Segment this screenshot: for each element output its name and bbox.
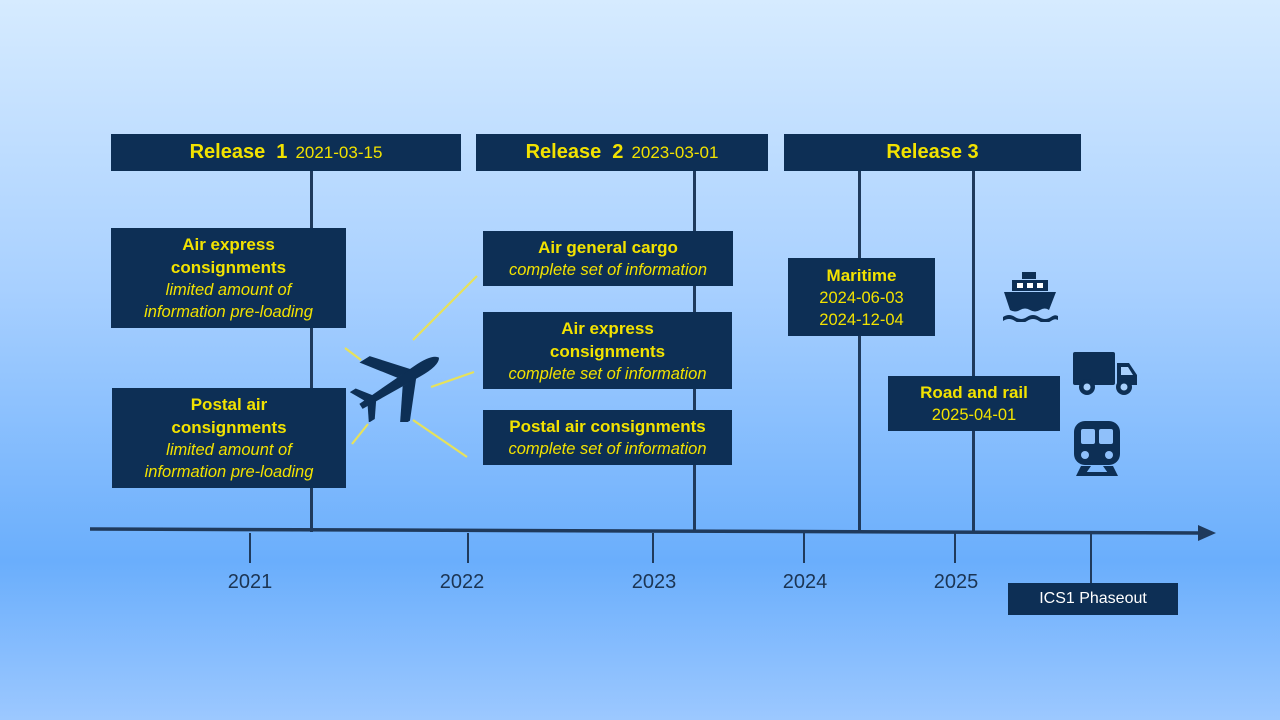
maritime-date-1: 2024-06-03 [819, 288, 904, 307]
year-label: 2023 [631, 571, 677, 593]
release-label: Release 3 [886, 141, 979, 163]
road-rail-date: 2025-04-01 [931, 406, 1017, 424]
year-label: 2025 [933, 571, 979, 593]
box-desc: complete set of information [508, 364, 707, 383]
r1-air-express-box: Air express consignments limited amount … [111, 228, 346, 328]
tick-2021 [249, 533, 251, 563]
r2-air-general-cargo-box: Air general cargo complete set of inform… [483, 231, 733, 286]
ics1-phaseout-box: ICS1 Phaseout [1008, 583, 1178, 615]
r2-postal-air-box: Postal air consignments complete set of … [483, 410, 732, 465]
tick-2024 [803, 533, 805, 563]
release-label: Release 2 [525, 141, 624, 163]
tick-2023 [652, 533, 654, 563]
box-desc: complete set of information [508, 261, 708, 279]
box-desc: limited amount of information pre-loadin… [144, 281, 313, 321]
tick-2022 [467, 533, 469, 563]
box-title: Air general cargo [538, 238, 678, 257]
ship-icon [1003, 272, 1058, 322]
maritime-line [858, 170, 861, 532]
phaseout-line [1090, 533, 1092, 585]
release-3-header: Release 3 [784, 134, 1081, 171]
release-2-header: Release 2 2023-03-01 [476, 134, 768, 171]
airplane-icon [350, 356, 440, 422]
road-rail-box: Road and rail 2025-04-01 [888, 376, 1060, 431]
train-icon [1074, 421, 1120, 476]
box-title: Air express consignments [549, 318, 666, 361]
release-date: 2021-03-15 [295, 142, 383, 162]
r2-air-express-box: Air express consignments complete set of… [483, 312, 732, 389]
release-1-line [310, 170, 313, 532]
box-title: Maritime [826, 265, 897, 285]
box-title: Air express consignments [170, 235, 287, 277]
maritime-date-2: 2024-12-04 [819, 310, 904, 329]
release-label: Release 1 [189, 141, 288, 163]
phaseout-label: ICS1 Phaseout [1039, 590, 1147, 607]
box-title: Postal air consignments [509, 417, 706, 436]
box-desc: limited amount of information pre-loadin… [144, 441, 314, 481]
year-label: 2024 [782, 571, 828, 593]
maritime-box: Maritime 2024-06-03 2024-12-04 [788, 258, 935, 336]
box-title: Road and rail [920, 383, 1028, 402]
release-date: 2023-03-01 [631, 142, 719, 162]
tick-2025 [954, 533, 956, 563]
box-desc: complete set of information [508, 440, 707, 458]
truck-icon [1073, 352, 1137, 395]
road-rail-line [972, 170, 975, 533]
r1-postal-air-box: Postal air consignments limited amount o… [112, 388, 346, 488]
year-label: 2021 [227, 571, 273, 593]
box-title: Postal air consignments [171, 395, 287, 437]
release-1-header: Release 1 2021-03-15 [111, 134, 461, 171]
year-label: 2022 [439, 571, 485, 593]
